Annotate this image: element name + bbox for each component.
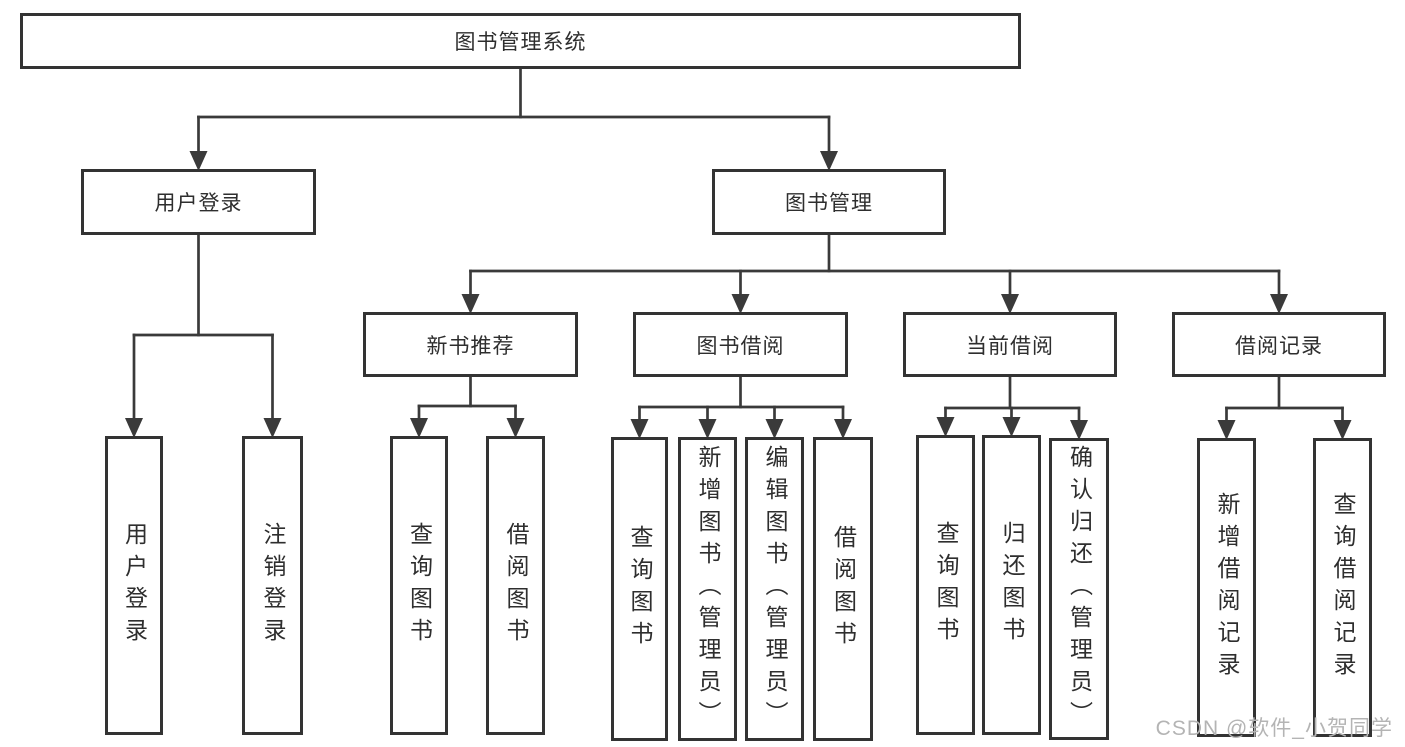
node-label-add-borrow-record: 新增借阅记录: [1214, 491, 1240, 684]
arrowhead-icon: [698, 419, 717, 439]
arrowhead-icon: [125, 418, 143, 438]
node-edit-books: 编辑图书（管理员）: [745, 437, 804, 741]
arrowhead-icon: [1217, 420, 1236, 440]
arrowhead-icon: [1001, 294, 1019, 314]
arrowhead-icon: [731, 294, 750, 314]
node-label-borrow-books-2: 借阅图书: [830, 525, 857, 653]
arrowhead-icon: [1002, 417, 1021, 437]
arrowhead-icon: [936, 417, 955, 437]
node-user-login-leaf: 用户登录: [105, 436, 163, 735]
node-label-confirm-return: 确认归还（管理员）: [1066, 445, 1093, 733]
node-root: 图书管理系统: [20, 13, 1021, 69]
node-label-add-books: 新增图书（管理员）: [695, 445, 721, 733]
node-label-book-mgmt: 图书管理: [785, 192, 873, 215]
node-query-books-2: 查询图书: [611, 437, 668, 741]
arrowhead-icon: [263, 418, 282, 438]
arrowhead-icon: [1270, 294, 1288, 314]
node-label-logout-leaf: 注销登录: [260, 521, 286, 650]
node-label-query-books-1: 查询图书: [406, 521, 433, 650]
node-add-borrow-record: 新增借阅记录: [1197, 438, 1256, 737]
node-query-books-1: 查询图书: [390, 436, 448, 735]
node-label-root: 图书管理系统: [454, 31, 587, 54]
node-book-borrow: 图书借阅: [633, 312, 848, 377]
arrowhead-icon: [834, 419, 852, 439]
node-label-query-books-3: 查询图书: [933, 521, 959, 649]
node-label-book-borrow: 图书借阅: [696, 334, 785, 358]
node-label-new-books: 新书推荐: [426, 334, 515, 358]
node-label-edit-books: 编辑图书（管理员）: [762, 445, 788, 733]
node-add-books: 新增图书（管理员）: [678, 437, 737, 741]
node-logout-leaf: 注销登录: [242, 436, 303, 735]
node-query-borrow-record: 查询借阅记录: [1313, 438, 1372, 737]
arrowhead-icon: [1070, 420, 1088, 440]
node-label-query-borrow-record: 查询借阅记录: [1330, 491, 1356, 684]
node-label-current-borrow: 当前借阅: [966, 334, 1054, 358]
node-new-books: 新书推荐: [363, 312, 578, 377]
node-confirm-return: 确认归还（管理员）: [1049, 438, 1109, 740]
arrowhead-icon: [410, 418, 428, 438]
node-label-borrow-records: 借阅记录: [1235, 334, 1323, 358]
arrowhead-icon: [506, 418, 525, 438]
arrowhead-icon: [765, 419, 784, 439]
node-login: 用户登录: [81, 169, 316, 235]
node-borrow-records: 借阅记录: [1172, 312, 1386, 377]
node-return-books: 归还图书: [982, 435, 1041, 735]
node-current-borrow: 当前借阅: [903, 312, 1117, 377]
arrowhead-icon: [189, 151, 208, 171]
node-query-books-3: 查询图书: [916, 435, 975, 735]
arrowhead-icon: [630, 419, 649, 439]
node-label-user-login-leaf: 用户登录: [121, 521, 148, 650]
arrowhead-icon: [461, 294, 480, 314]
node-book-mgmt: 图书管理: [712, 169, 946, 235]
node-label-login: 用户登录: [154, 192, 243, 215]
node-borrow-books-2: 借阅图书: [813, 437, 873, 741]
arrowhead-icon: [1333, 420, 1352, 440]
node-borrow-books-1: 借阅图书: [486, 436, 545, 735]
watermark: CSDN @软件_小贺同学: [1155, 717, 1393, 740]
node-label-return-books: 归还图书: [999, 521, 1025, 649]
node-label-query-books-2: 查询图书: [627, 525, 653, 653]
arrowhead-icon: [820, 151, 838, 171]
node-label-borrow-books-1: 借阅图书: [503, 521, 529, 650]
